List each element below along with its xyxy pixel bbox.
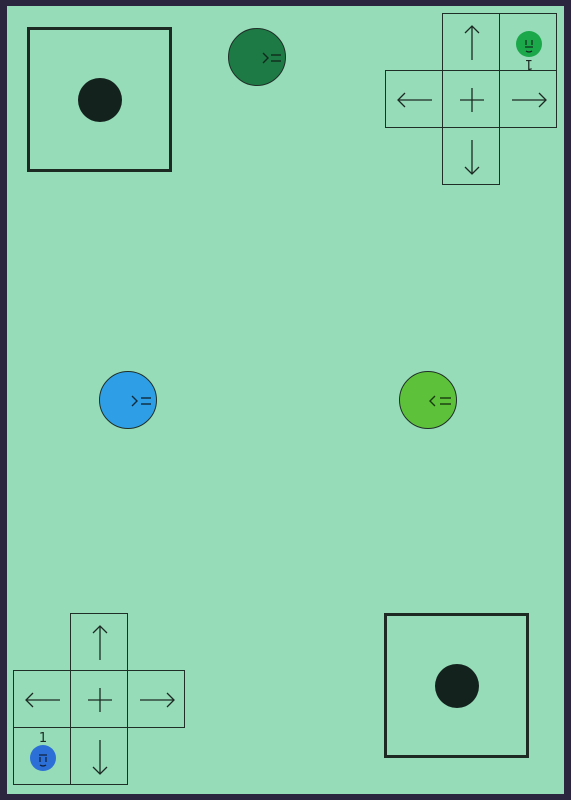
- dpad-top-right-center-button[interactable]: [442, 70, 500, 128]
- dpad-bottom-left-right-button[interactable]: [127, 670, 185, 728]
- avatar-face-icon: [525, 40, 533, 53]
- goal-box-bottom-right: [384, 613, 529, 758]
- plus-icon: [460, 88, 484, 112]
- player-dark-green[interactable]: [228, 28, 286, 86]
- arrow-down-icon: [92, 740, 108, 775]
- player-number-label: 1: [524, 56, 534, 71]
- player-face-icon: [429, 395, 451, 407]
- goal-target-dot: [77, 77, 122, 122]
- dpad-top-right-down-button[interactable]: [442, 127, 500, 185]
- arrow-left-icon: [397, 92, 432, 108]
- player-face-icon: [131, 395, 151, 407]
- dpad-bottom-left-left-button[interactable]: [13, 670, 71, 728]
- arrow-right-icon: [512, 92, 547, 108]
- plus-icon: [88, 688, 112, 712]
- dpad-top-right-left-button[interactable]: [385, 70, 443, 128]
- player-number-label: 1: [38, 731, 48, 746]
- dpad-bottom-left-center-button[interactable]: [70, 670, 128, 728]
- dpad-top-right-right-button[interactable]: [499, 70, 557, 128]
- player-avatar-icon: [30, 745, 56, 771]
- dpad-bottom-left-player-slot: 1: [13, 727, 71, 785]
- player-avatar-icon: [516, 31, 542, 57]
- avatar-face-icon: [39, 754, 47, 767]
- dpad-top-right-up-button[interactable]: [442, 13, 500, 71]
- arrow-up-icon: [464, 25, 480, 60]
- player-face-icon: [262, 52, 281, 64]
- arrow-down-icon: [464, 140, 480, 175]
- arrow-left-icon: [25, 692, 60, 708]
- player-lime-green[interactable]: [399, 371, 457, 429]
- dpad-bottom-left-down-button[interactable]: [70, 727, 128, 785]
- goal-box-top-left: [27, 27, 172, 172]
- arrow-up-icon: [92, 625, 108, 660]
- dpad-bottom-left-up-button[interactable]: [70, 613, 128, 671]
- player-light-blue[interactable]: [99, 371, 157, 429]
- arrow-right-icon: [140, 692, 175, 708]
- goal-target-dot: [434, 663, 479, 708]
- dpad-top-right-player-slot: 1: [499, 13, 557, 71]
